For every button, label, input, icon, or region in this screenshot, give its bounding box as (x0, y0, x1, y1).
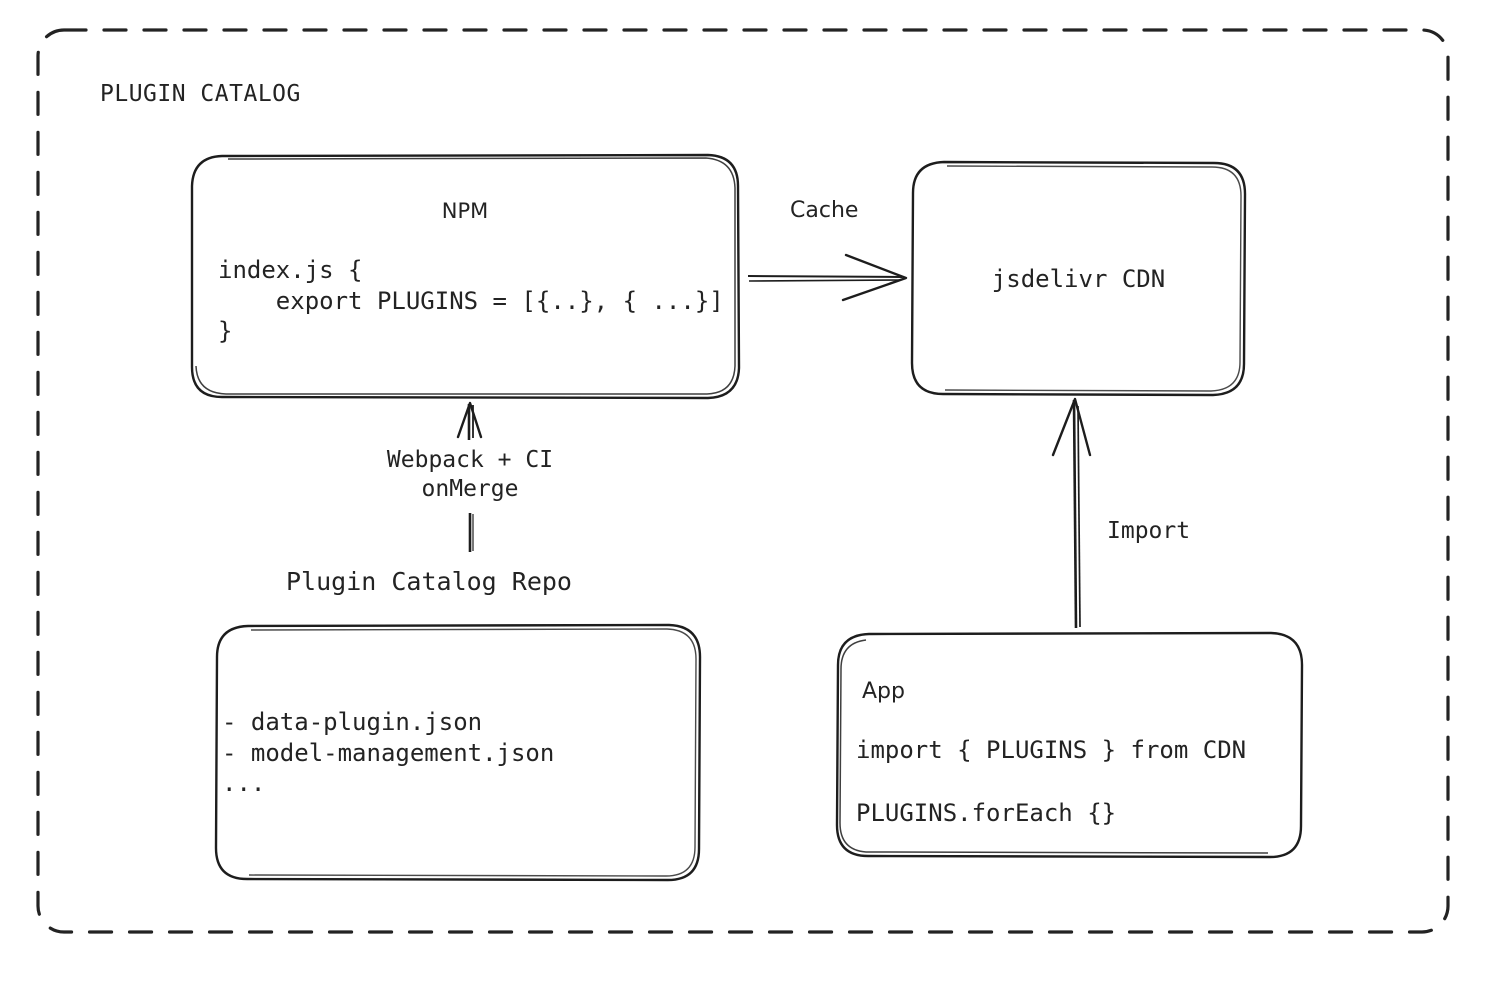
npm-node-code: index.js { export PLUGINS = [{..}, { ...… (218, 256, 724, 346)
npm-node-title: NPM (441, 199, 489, 223)
cache-arrow (747, 253, 908, 302)
repo-node-caption: Plugin Catalog Repo (286, 567, 572, 596)
app-node-foreach-line: PLUGINS.forEach {} (856, 799, 1117, 827)
cdn-node-title: jsdelivr CDN (991, 265, 1166, 293)
plugin-catalog-group-border (36, 28, 1450, 934)
npm-box (190, 153, 741, 400)
build-edge-label: Webpack + CI onMerge (386, 447, 554, 503)
app-node-title: App (862, 679, 905, 704)
cdn-box (910, 160, 1247, 397)
app-box (835, 631, 1304, 859)
import-arrow (1051, 397, 1092, 629)
import-edge-label: Import (1107, 518, 1191, 544)
build-arrow (456, 401, 483, 552)
plugin-catalog-title: PLUGIN CATALOG (100, 81, 301, 107)
repo-node-files: - data-plugin.json - model-management.js… (222, 708, 555, 798)
repo-box (214, 623, 702, 882)
app-node-import-line: import { PLUGINS } from CDN (856, 736, 1247, 764)
cache-edge-label: Cache (790, 198, 859, 223)
